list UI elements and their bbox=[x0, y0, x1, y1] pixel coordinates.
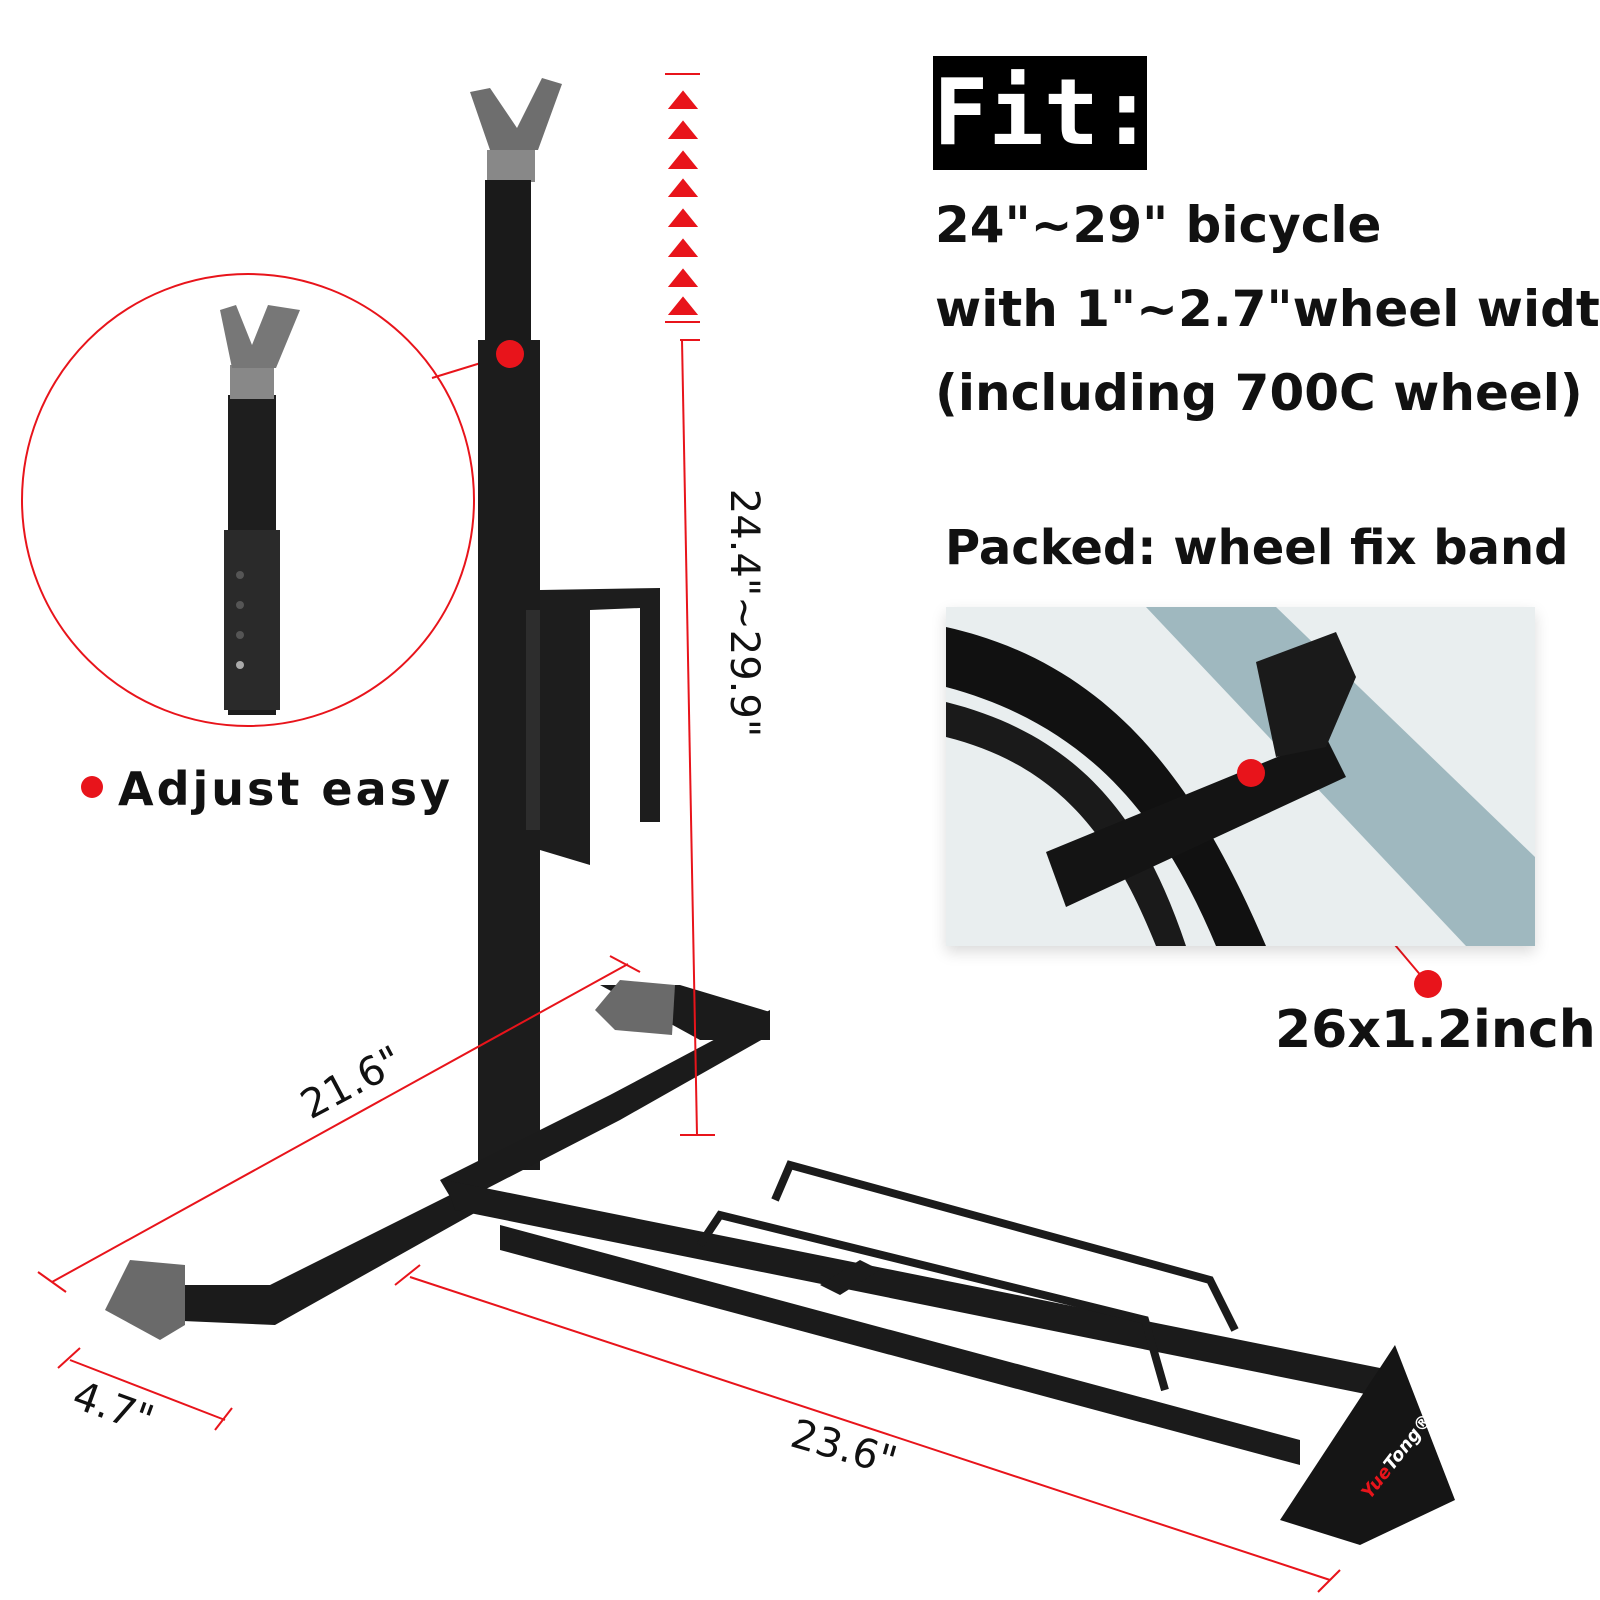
fit-heading: Fit: bbox=[933, 59, 1155, 166]
zoom-detail-circle bbox=[21, 273, 511, 727]
wheel-fix-band-photo bbox=[946, 607, 1535, 946]
adjust-marker-dot bbox=[496, 340, 524, 368]
band-size-dot bbox=[1414, 970, 1442, 998]
height-dimension-label: 24.4"~29.9" bbox=[721, 488, 768, 738]
fit-line-wheel-width: with 1"~2.7"wheel width bbox=[935, 280, 1600, 338]
band-size-label: 26x1.2inch bbox=[1275, 1000, 1596, 1060]
base-frame bbox=[105, 980, 1455, 1545]
packed-label: Packed: wheel fix band bbox=[945, 520, 1569, 576]
fit-line-wheel-size: 24"~29" bicycle bbox=[935, 196, 1382, 254]
adjust-easy-label: Adjust easy bbox=[118, 762, 454, 816]
fit-heading-box: Fit: bbox=[933, 56, 1155, 170]
fit-line-700c: (including 700C wheel) bbox=[935, 364, 1583, 422]
upright-post bbox=[470, 78, 660, 1170]
bullet-dot bbox=[81, 776, 103, 798]
